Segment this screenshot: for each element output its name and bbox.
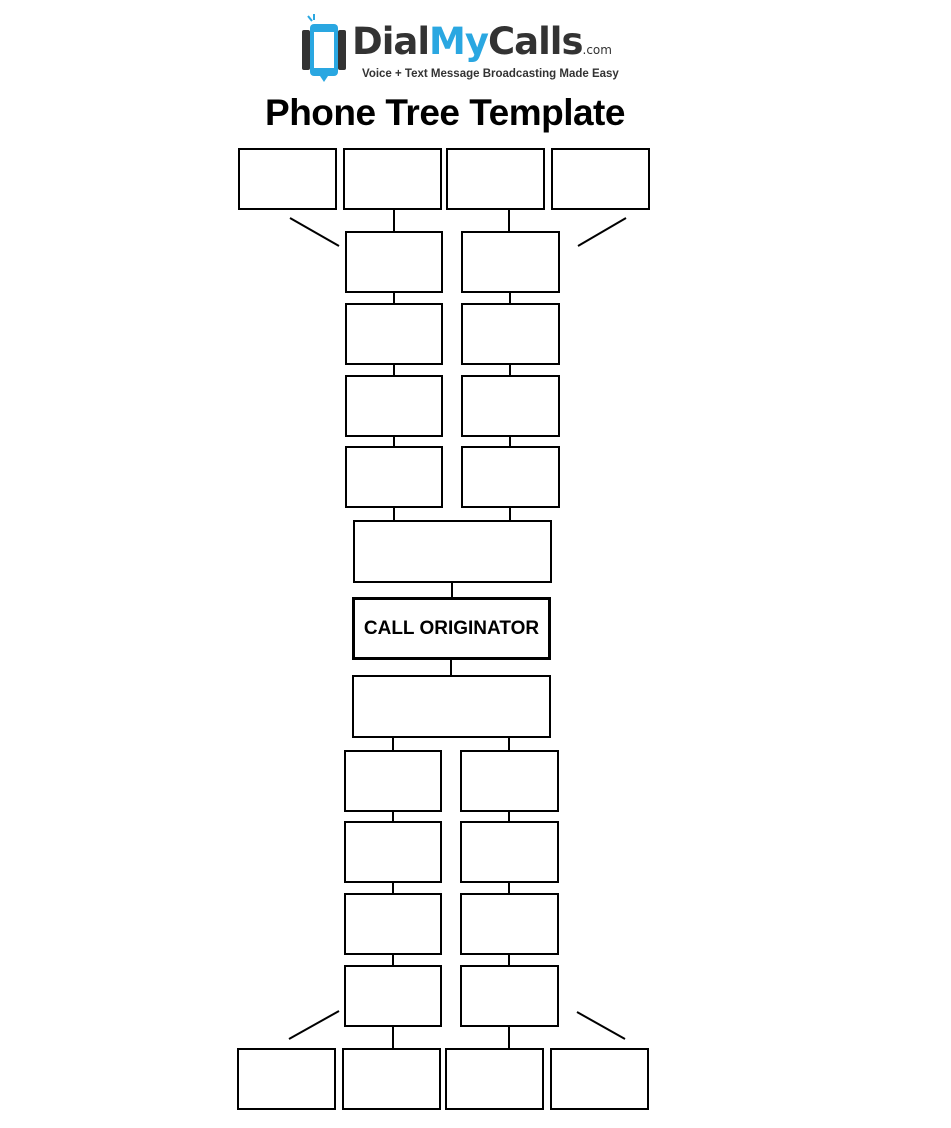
contact-box — [461, 303, 560, 365]
contact-box — [460, 821, 559, 883]
contact-box — [461, 231, 560, 293]
connector-line — [577, 217, 627, 247]
contact-box — [343, 148, 442, 210]
brand-name: DialMyCalls.com — [352, 20, 612, 63]
contact-box — [446, 148, 545, 210]
contact-box — [344, 750, 442, 812]
contact-box — [344, 965, 442, 1027]
contact-box — [353, 520, 552, 583]
contact-box — [460, 893, 559, 955]
phone-icon — [302, 14, 346, 82]
tagline: Voice + Text Message Broadcasting Made E… — [362, 68, 619, 80]
contact-box — [345, 231, 443, 293]
contact-box — [352, 675, 551, 738]
contact-box — [445, 1048, 544, 1110]
contact-box — [461, 446, 560, 508]
contact-box — [551, 148, 650, 210]
call-originator-label: CALL ORIGINATOR — [363, 617, 540, 639]
contact-box — [460, 965, 559, 1027]
contact-box — [461, 375, 560, 437]
connector-line — [288, 1010, 340, 1040]
contact-box — [238, 148, 337, 210]
contact-box — [237, 1048, 336, 1110]
contact-box — [344, 893, 442, 955]
call-originator-box: CALL ORIGINATOR — [352, 597, 551, 660]
contact-box — [345, 303, 443, 365]
contact-box — [460, 750, 559, 812]
contact-box — [342, 1048, 441, 1110]
connector-line — [289, 217, 340, 247]
dialmycalls-logo: DialMyCalls.com Voice + Text Message Bro… — [300, 12, 619, 84]
contact-box — [550, 1048, 649, 1110]
contact-box — [345, 375, 443, 437]
contact-box — [345, 446, 443, 508]
contact-box — [344, 821, 442, 883]
page-title: Phone Tree Template — [265, 92, 625, 133]
connector-line — [576, 1011, 626, 1040]
